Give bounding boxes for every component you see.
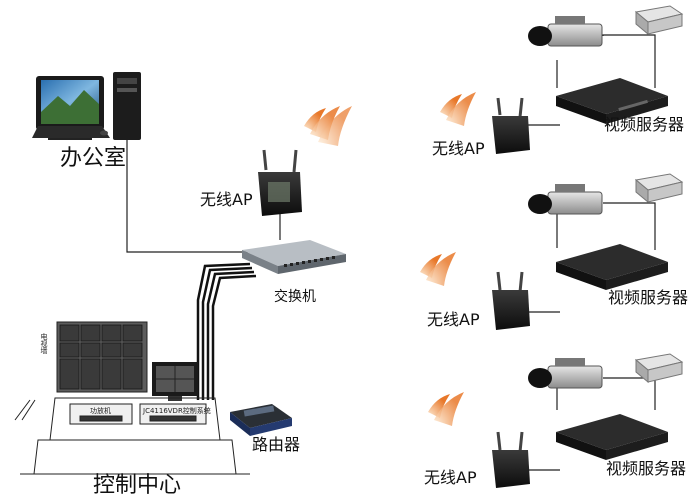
wireless-ap-label-1: 无线AP: [432, 139, 485, 158]
amplifier-caption: 功放机: [90, 406, 111, 415]
encoder-icon: [634, 5, 684, 36]
switch-label: 交换机: [274, 289, 316, 305]
signal-waves: [428, 392, 464, 426]
office-label: 办公室: [60, 146, 127, 171]
encoder-icon: [634, 173, 684, 204]
wireless-ap-label-2: 无线AP: [427, 310, 480, 329]
video-server-label-1: 视频服务器: [604, 115, 685, 134]
camera-icon: [528, 184, 603, 215]
video-server-icon: [556, 244, 668, 290]
signal-waves: [420, 252, 456, 286]
tv-wall-icon: [56, 321, 148, 393]
tv-wall-caption: 电视墙: [40, 332, 48, 355]
signal-waves: [440, 92, 476, 126]
control-center-label: 控制中心: [93, 473, 182, 498]
camera-icon: [528, 358, 603, 389]
wireless-ap-icon-center: [258, 149, 302, 216]
network-switch-icon: [242, 240, 346, 274]
camera-unit-3: [428, 353, 684, 488]
office-computer-icon: [32, 72, 141, 140]
wireless-ap-icon: [492, 431, 530, 488]
wireless-ap-label-center: 无线AP: [200, 190, 253, 209]
router-label: 路由器: [252, 435, 301, 454]
wireless-ap-label-3: 无线AP: [424, 468, 477, 487]
camera-unit-2: [420, 173, 684, 330]
wireless-ap-icon: [492, 271, 530, 330]
video-server-label-3: 视频服务器: [606, 459, 687, 478]
cable-bundle: [196, 262, 257, 400]
matrix-host-caption: JC4116VDR控制系统: [142, 406, 211, 415]
signal-waves-center: [304, 106, 352, 146]
console-desk-icon: [14, 397, 250, 475]
video-server-label-2: 视频服务器: [608, 288, 689, 307]
video-server-icon: [556, 414, 668, 460]
video-server-icon: [556, 78, 668, 124]
encoder-icon: [634, 353, 684, 384]
wireless-ap-icon: [492, 97, 530, 154]
control-monitor-icon: [152, 362, 198, 401]
router-icon: [230, 404, 292, 436]
camera-icon: [528, 16, 603, 47]
camera-unit-1: [440, 5, 684, 154]
